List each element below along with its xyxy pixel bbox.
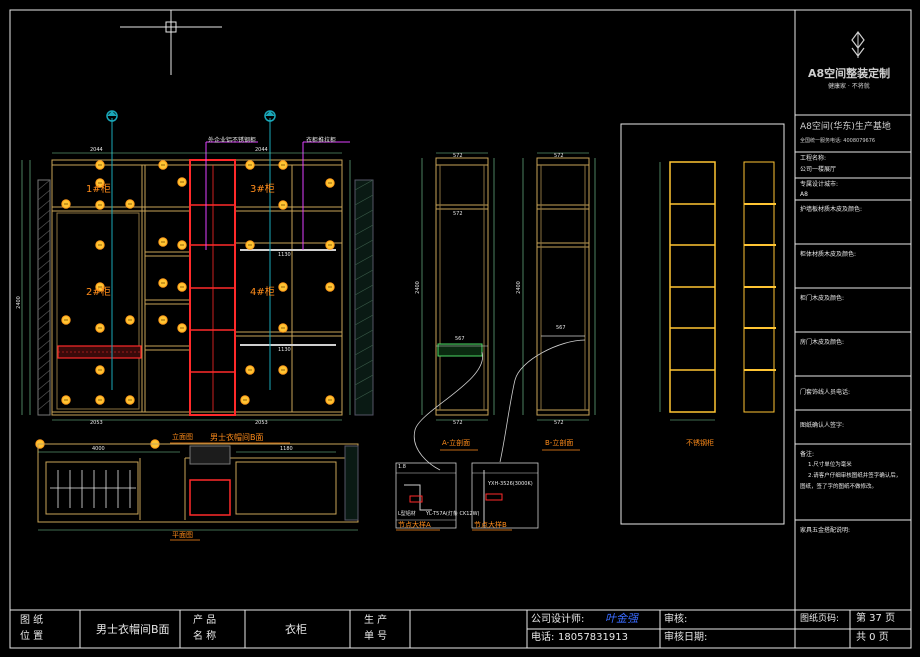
project-name-label: 工程名称: [800,155,827,162]
section-a-dim-top: 572 [453,153,463,159]
plan-dim-left: 4000 [92,446,105,452]
cabinet-3-label: 3#柜 [250,184,275,195]
project-name-value: 公司一楼展厅 [800,166,837,173]
section-a-dim-shelf: 567 [455,336,465,342]
dim-top-right: 2044 [255,147,268,153]
note-1: 1.尺寸单位为毫米 [808,462,852,468]
product-value: 衣柜 [285,623,307,636]
section-b-title: B-立剖面 [545,439,574,447]
designer-label: 公司设计师: [531,614,585,625]
section-b-dim-shelf: 567 [556,325,566,331]
plan-dim-right: 1180 [280,446,293,452]
brand-logo-text: A8空间整装定制 [808,67,891,80]
section-a-dim-height: 2400 [414,281,421,294]
phone-value: 18057831913 [558,632,628,643]
page-label: 图纸页码: [800,614,840,624]
order-label-2: 单 号 [364,631,388,642]
leader-note-2: 衣柜推拉柜 [306,137,337,144]
dim-height: 2400 [15,296,22,309]
crosshair-cursor-icon [120,10,222,75]
order-label-1: 生 产 [364,615,388,626]
detail-scale: 1.8 [398,464,406,470]
section-b-dim-top: 572 [554,153,564,159]
elevation-view [21,110,374,444]
elevation-title: 立面图 [172,433,193,441]
stainless-shelf-view [620,123,785,525]
field-confirm-sign: 图纸确认人签字: [800,422,845,429]
section-b-dim-height: 2400 [515,281,522,294]
product-label-1: 产 品 [193,615,217,626]
detail-2-title: 节点大样B [474,521,507,529]
review-date-label: 审核日期: [664,632,708,643]
field-cabinet-body: 柜体材质木皮及颜色: [800,251,857,258]
detail-1-note-1: L型铝材 [398,511,416,517]
leader-note-1: 外企业铝不锈钢柜 [208,137,257,144]
brand-city-value: A8 [800,191,808,198]
cabinet-2-label: 2#柜 [86,287,111,298]
detail-1-title: 节点大样A [398,521,431,529]
cabinet-4-label: 4#柜 [250,287,275,298]
note-3: 图纸，签了字的图纸不做修改。 [800,484,878,490]
section-a-drawer [437,343,483,357]
drawing-location-label-2: 位 置 [20,631,44,642]
company-name: A8空间(华东)生产基地 [800,122,891,132]
brand-logo-icon [851,31,865,58]
dim-bottom-left: 2053 [90,420,103,426]
dim-top-left: 2044 [90,147,103,153]
section-a-dim-bottom: 572 [453,420,463,426]
product-label-2: 名 称 [193,631,217,642]
drawing-border [9,9,912,649]
field-wallboard: 护墙板材质木皮及颜色: [800,206,863,213]
wall-hatch [37,179,51,416]
notes-title: 备注: [800,451,815,458]
plan-view [37,443,359,531]
designer-signature: 叶金强 [605,612,638,625]
dim-bottom-right: 2053 [255,420,268,426]
field-trim-contact: 门套饰线人员电话: [800,389,851,396]
page-total: 共 0 页 [856,632,889,643]
page-value: 第 37 页 [856,613,896,624]
field-cabinet-door: 柜门木皮及颜色: [800,295,845,302]
note-2: 2.请客户仔细审核图纸并签字确认后， [808,473,902,479]
section-a-dim-inner: 572 [453,211,463,217]
company-phone: 全国统一服务电话: 4008079676 [800,138,876,144]
shelf-view-title: 不锈钢柜 [686,439,714,447]
cabinet-1-label: 1#柜 [86,184,111,195]
section-a-title: A-立剖面 [442,439,471,447]
brand-slogan: 健康家 · 不将就 [828,83,870,90]
section-b-dim-bottom: 572 [554,420,564,426]
dim-rail-2: 1130 [278,347,291,353]
drawing-location-label-1: 图 纸 [20,615,44,626]
plan-title: 平面图 [172,531,193,539]
detail-2-note: YXH-3526(3000K) [488,481,533,487]
phone-label: 电话: [531,632,555,643]
section-b-view [499,152,596,463]
light-fixtures [35,160,335,449]
drawing-location-value: 男士衣帽间B面 [96,623,170,636]
wall-hatch-right [354,179,374,416]
detail-a [395,462,457,529]
reviewer-label: 审核: [664,614,688,625]
field-room-door: 房门木皮及颜色: [800,339,845,346]
brand-city-label: 专属设计城市: [800,181,839,188]
detail-1-note-2: YL-T57A(灯条 CK12W) [426,511,480,517]
hardware-label: 家具五金搭配说明: [800,527,851,534]
detail-b [471,462,539,529]
section-a-view [413,152,495,471]
dim-rail-1: 1130 [278,252,291,258]
elevation-subtitle: 男士衣帽间B面 [210,433,264,442]
